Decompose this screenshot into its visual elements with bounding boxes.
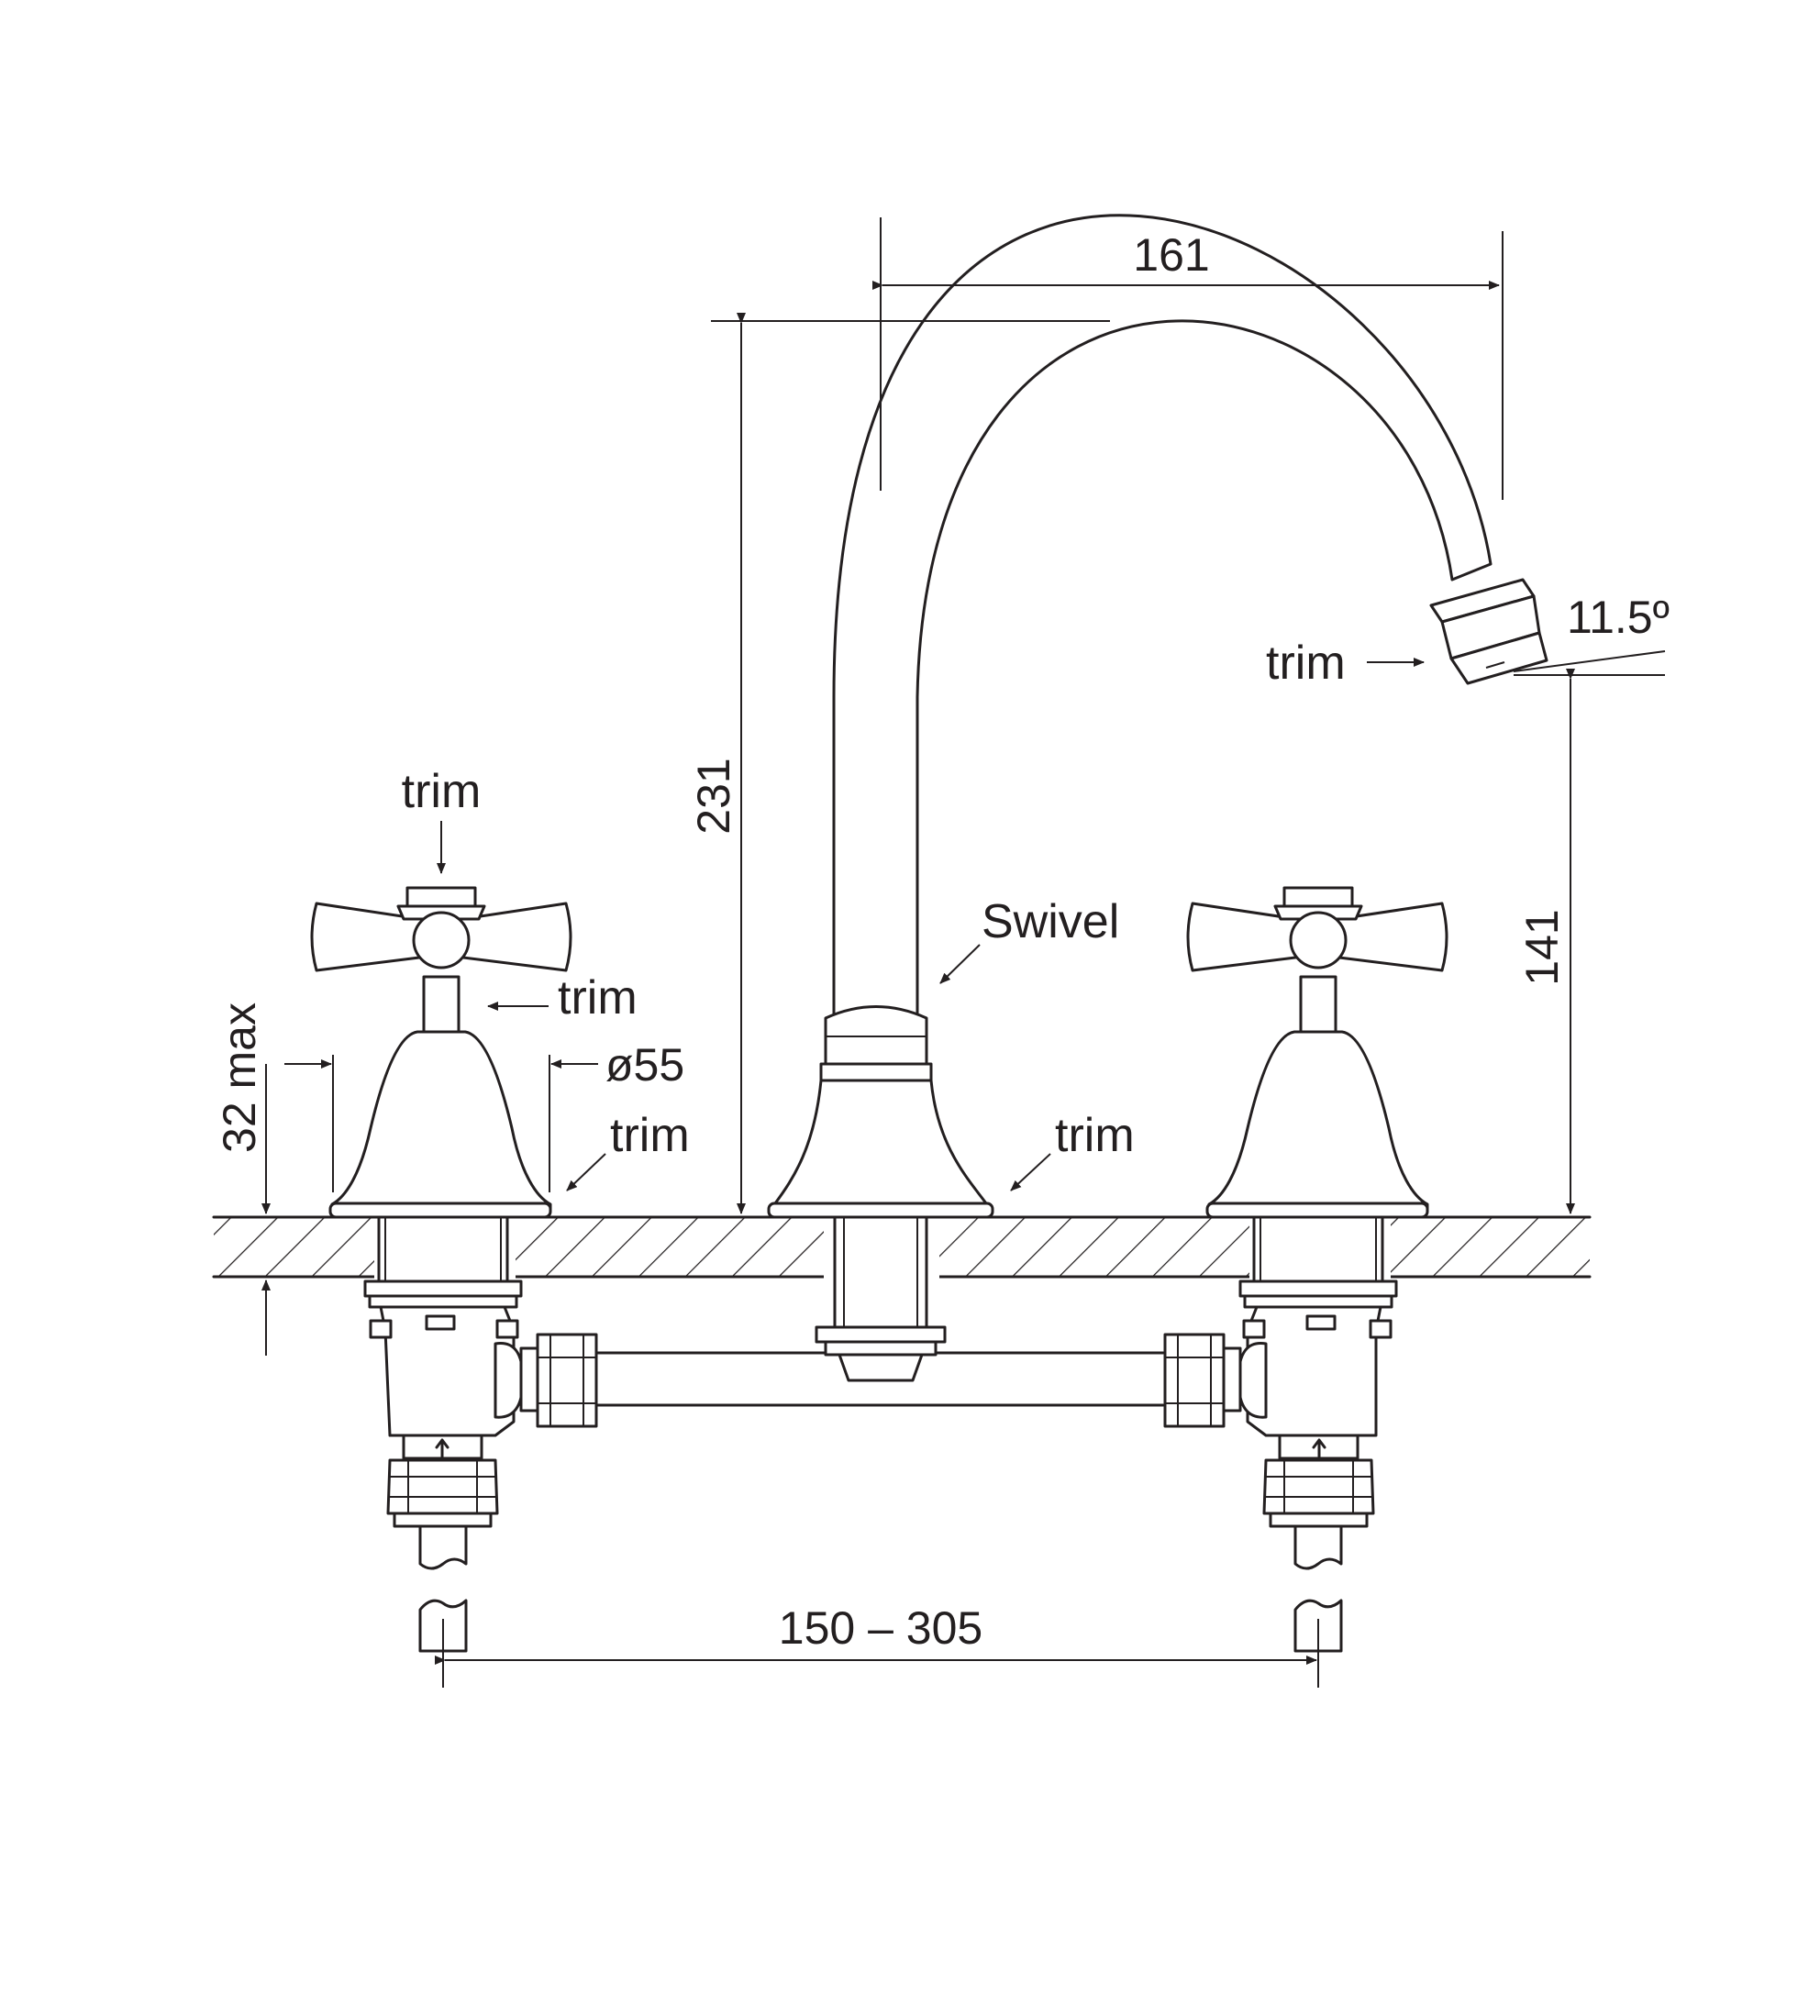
callout-trim-handle: trim [402, 765, 482, 874]
callout-trim-stem: trim [487, 971, 638, 1025]
callout-trim-left-base: trim [566, 1109, 690, 1191]
dimension-centres-label: 150 – 305 [779, 1602, 982, 1654]
callout-swivel-label: Swivel [982, 895, 1119, 948]
dimension-overall-height-label: 231 [688, 758, 739, 834]
callout-trim-spout-base: trim [1010, 1109, 1135, 1191]
dimension-base-diameter-label: ø55 [605, 1039, 684, 1091]
dimension-centres: 150 – 305 [435, 1602, 1319, 1688]
callout-swivel: Swivel [939, 895, 1119, 984]
spout-shank [815, 1215, 947, 1382]
spout [767, 214, 1548, 1219]
callout-trim-spout-base-label: trim [1055, 1109, 1135, 1162]
right-valve-body [1163, 1215, 1398, 1653]
dimension-overall-height: 231 [688, 313, 1110, 1214]
dimension-spout-height-label: 141 [1516, 909, 1568, 985]
left-valve-body [363, 1215, 598, 1653]
dimension-base-diameter: ø55 [284, 1039, 684, 1192]
dimension-max-thickness-label: 32 max [214, 1002, 265, 1153]
right-handle [1186, 886, 1448, 1219]
callout-trim-left-base-label: trim [610, 1109, 690, 1162]
dimension-max-thickness: 32 max [214, 1002, 271, 1356]
dimension-spout-height: 141 [1514, 669, 1665, 1214]
left-handle [310, 886, 572, 1219]
callout-trim-outlet-label: trim [1266, 637, 1346, 690]
dimension-spout-reach: 161 [872, 217, 1504, 500]
dimension-spout-angle: 11.5º [1513, 592, 1670, 672]
spout-outlet [1429, 578, 1548, 685]
callout-trim-handle-label: trim [402, 765, 482, 818]
callout-trim-stem-label: trim [558, 971, 638, 1025]
dimension-spout-angle-label: 11.5º [1567, 592, 1670, 643]
dimension-spout-reach-label: 161 [1133, 229, 1209, 281]
callout-trim-outlet: trim [1266, 637, 1425, 690]
